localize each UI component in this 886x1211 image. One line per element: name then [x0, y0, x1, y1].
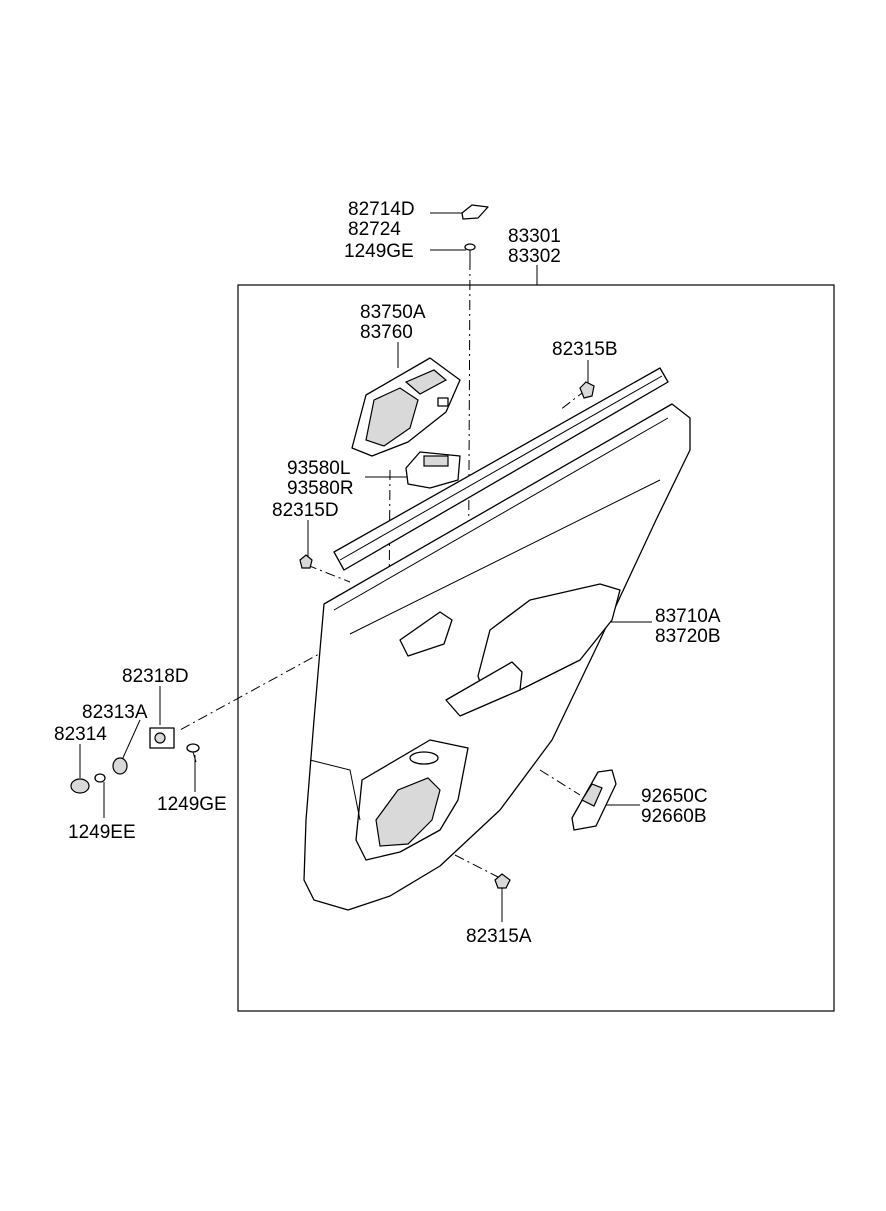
- courtesy-lamp-92650C: [571, 769, 617, 831]
- label-82724: 82724: [348, 219, 401, 240]
- label-83302: 83302: [508, 246, 561, 267]
- label-82315B: 82315B: [552, 339, 618, 360]
- label-92660B: 92660B: [641, 806, 707, 827]
- label-82318D: 82318D: [122, 666, 189, 687]
- part-number-labels: 82714D 82724 1249GE 83301 83302 83750A 8…: [54, 199, 721, 947]
- label-93580L: 93580L: [287, 458, 350, 479]
- label-82314: 82314: [54, 724, 107, 745]
- clip-82315B: [579, 381, 595, 399]
- label-1249EE: 1249EE: [68, 822, 136, 843]
- label-1249GE-side: 1249GE: [157, 794, 227, 815]
- clip-82315D: [299, 554, 313, 569]
- label-82313A: 82313A: [82, 702, 148, 723]
- label-83710A: 83710A: [655, 606, 721, 627]
- switch-bezel-83750A: [351, 357, 461, 457]
- label-82714D: 82714D: [348, 199, 415, 220]
- upper-garnish-strip: [333, 367, 669, 571]
- label-92650C: 92650C: [641, 786, 708, 807]
- label-83301: 83301: [508, 226, 561, 247]
- screw-1249GE-top: [464, 243, 476, 262]
- cap-82314: [70, 778, 90, 794]
- trim-clip-82714D: [461, 204, 489, 220]
- label-83720B: 83720B: [655, 626, 721, 647]
- label-1249GE-top: 1249GE: [344, 241, 414, 262]
- screw-1249EE: [94, 773, 106, 783]
- clip-82315A: [494, 873, 511, 889]
- label-82315D: 82315D: [272, 500, 339, 521]
- power-window-switch-93580L: [405, 451, 461, 489]
- label-83760: 83760: [360, 322, 413, 343]
- assembly-frame: [237, 284, 835, 1012]
- label-82315A: 82315A: [466, 926, 532, 947]
- nut-82313A: [112, 757, 128, 775]
- label-83750A: 83750A: [360, 302, 426, 323]
- screw-1249GE-side: [186, 743, 200, 763]
- door-trim-panel: [303, 403, 691, 911]
- label-93580R: 93580R: [287, 478, 354, 499]
- bracket-82318D: [149, 727, 175, 749]
